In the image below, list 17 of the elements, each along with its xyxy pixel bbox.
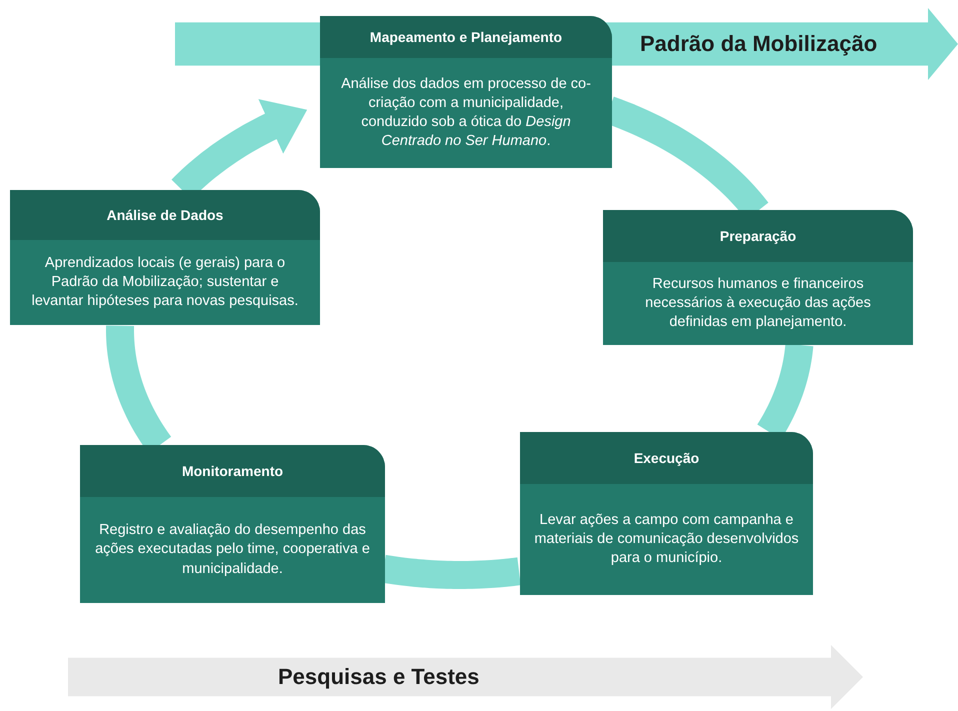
card-heading: Mapeamento e Planejamento — [320, 16, 612, 58]
banner-title: Pesquisas e Testes — [278, 664, 480, 690]
card-text: Registro e avaliação do desempenho das ações executadas pelo time, cooperativa e municipalidade. — [94, 521, 371, 579]
card-text: Recursos humanos e financeiros necessários à execução das ações definidas em planejamento. — [644, 274, 872, 332]
process-card — [320, 16, 612, 168]
card-heading: Monitoramento — [80, 445, 385, 497]
process-card — [603, 210, 913, 345]
card-text: Levar ações a campo com campanha e materiais de comunicação desenvolvidos para o município. — [533, 510, 800, 568]
banner-title: Padrão da Mobilização — [640, 31, 878, 57]
card-heading: Análise de Dados — [10, 190, 320, 240]
process-card — [520, 432, 813, 595]
card-text: Análise dos dados em processo de co-criação com a municipalidade, conduzido sob a ótica do Design Centrado no Ser Humano. — [340, 74, 592, 152]
card-heading: Execução — [520, 432, 813, 484]
process-card — [80, 445, 385, 603]
card-text: Aprendizados locais (e gerais) para o Padrão da Mobilização; sustentar e levantar hipóteses para novas pesquisas. — [30, 254, 300, 312]
process-card — [10, 190, 320, 325]
card-heading: Preparação — [603, 210, 913, 262]
